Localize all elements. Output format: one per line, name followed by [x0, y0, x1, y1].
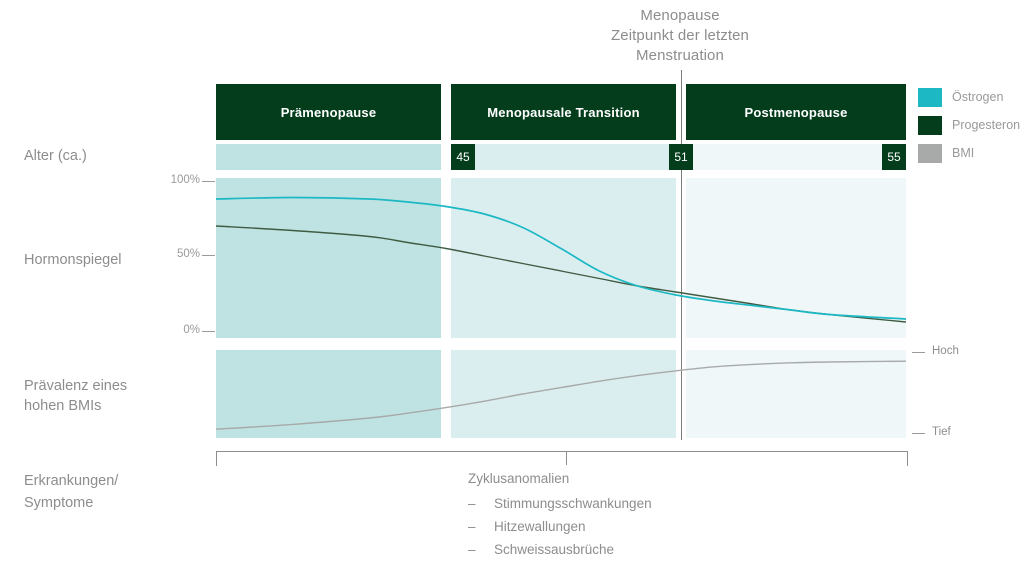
row-label-bmi-prevalence: Prävalenz eines hohen BMIs — [24, 376, 127, 416]
row-label-hormone-level: Hormonspiegel — [24, 252, 122, 268]
legend-item-bmi[interactable]: BMI — [918, 142, 1020, 164]
legend: Östrogen Progesteron BMI — [918, 86, 1020, 170]
age-band-postmenopause — [686, 144, 906, 170]
legend-label-oestrogen: Östrogen — [952, 90, 1004, 104]
phase-label-0: Prämenopause — [280, 104, 377, 120]
bmi-tick-dash-high — [912, 352, 925, 353]
legend-label-bmi: BMI — [952, 146, 975, 160]
bmi-panel-postmenopause — [686, 350, 906, 438]
legend-swatch-progesteron — [918, 115, 942, 135]
row-label-age: Alter (ca.) — [24, 148, 87, 164]
bmi-label-line2: hohen BMIs — [24, 398, 102, 414]
bmi-label-line1: Prävalenz eines — [24, 378, 128, 394]
hormone-panel-transition — [451, 178, 676, 338]
phase-label-2: Postmenopause — [744, 104, 848, 120]
bmi-curve-chart — [216, 360, 906, 430]
list-item: – Stimmungsschwankungen — [468, 492, 652, 515]
legend-swatch-oestrogen — [918, 87, 942, 107]
age-marker-55: 55 — [882, 144, 906, 170]
menopause-vertical-line — [681, 70, 682, 440]
dash-bullet-icon: – — [468, 542, 476, 557]
row-label-symptoms: Erkrankungen/ Symptome — [24, 470, 118, 514]
bmi-tick-label-high: Hoch — [932, 345, 959, 357]
symptoms-heading: Zyklusanomalien — [468, 471, 570, 486]
legend-swatch-bmi — [918, 143, 942, 163]
bmi-curve — [216, 360, 906, 430]
timeline-bracket — [216, 451, 908, 466]
symptoms-list: Zyklusanomalien – Stimmungsschwankungen … — [468, 471, 652, 561]
menopause-marker-title: Menopause Zeitpunkt der letzten Menstrua… — [560, 6, 800, 66]
legend-item-oestrogen[interactable]: Östrogen — [918, 86, 1020, 108]
age-marker-45: 45 — [451, 144, 475, 170]
symptoms-label-line1: Erkrankungen/ — [24, 473, 119, 489]
hormone-curves-chart — [216, 196, 906, 323]
phase-header-postmenopause[interactable]: Postmenopause — [686, 84, 906, 140]
estrogen-curve — [216, 196, 906, 320]
hormone-ytick-dash-100 — [202, 181, 215, 182]
phase-header-praemenopause[interactable]: Prämenopause — [216, 84, 441, 140]
hormone-ytick-dash-0 — [202, 331, 215, 332]
bmi-tick-label-low: Tief — [932, 426, 951, 438]
dash-bullet-icon: – — [468, 519, 476, 534]
hormone-ytick-label-100: 100% — [170, 174, 200, 186]
bmi-panel-transition — [451, 350, 676, 438]
hormone-ytick-dash-50 — [202, 255, 215, 256]
list-item: – Hitzewallungen — [468, 515, 652, 538]
timeline-bracket-mid-tick — [566, 451, 567, 465]
menopause-title-line3: Menstruation — [636, 47, 724, 64]
legend-label-progesteron: Progesteron — [952, 118, 1021, 132]
hormone-ytick-label-0: 0% — [183, 324, 200, 336]
bmi-tick-dash-low — [912, 433, 925, 434]
hormone-ytick-label-50: 50% — [176, 248, 200, 260]
menopause-title-line1: Menopause — [640, 7, 720, 24]
list-item: – Schweissausbrüche — [468, 538, 652, 561]
symptoms-label-line2: Symptome — [24, 495, 94, 511]
bmi-panel-praemenopause — [216, 350, 441, 438]
menopause-title-line2: Zeitpunkt der letzten — [610, 27, 749, 44]
symptom-label-1: Hitzewallungen — [494, 519, 586, 534]
phase-label-1: Menopausale Transition — [487, 104, 640, 120]
phase-header-menopausale-transition[interactable]: Menopausale Transition — [451, 84, 676, 140]
hormone-panel-praemenopause — [216, 178, 441, 338]
dash-bullet-icon: – — [468, 496, 476, 511]
symptom-label-2: Schweissausbrüche — [494, 542, 615, 557]
age-marker-51: 51 — [669, 144, 693, 170]
progesterone-curve — [216, 225, 906, 323]
age-band-transition — [451, 144, 676, 170]
legend-item-progesteron[interactable]: Progesteron — [918, 114, 1020, 136]
age-band-praemenopause — [216, 144, 441, 170]
symptom-label-0: Stimmungsschwankungen — [494, 496, 652, 511]
